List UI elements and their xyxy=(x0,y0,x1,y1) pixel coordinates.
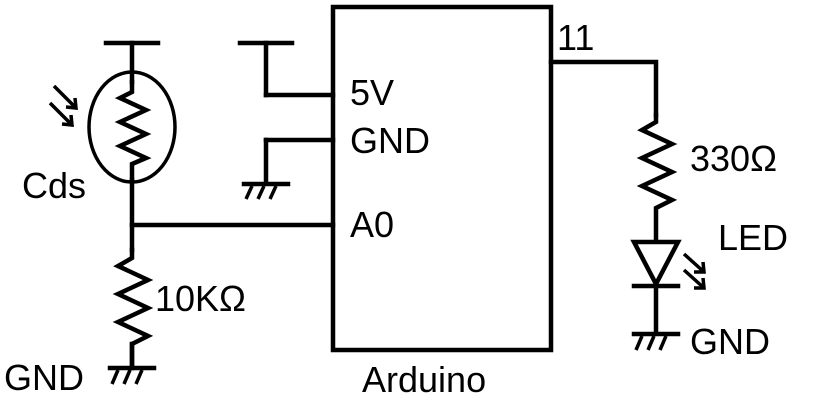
330-resistor-label: 330Ω xyxy=(690,138,777,179)
cds-photoresistor xyxy=(87,70,177,184)
led-symbol xyxy=(630,239,682,335)
gnd-pin-wire xyxy=(263,137,336,185)
arduino-board-box xyxy=(330,4,554,353)
5v-supply-wire xyxy=(237,40,336,98)
pin-5v-label: 5V xyxy=(350,72,394,113)
pin-gnd-label: GND xyxy=(350,120,430,161)
right-gnd-label: GND xyxy=(690,321,770,362)
ground-symbol-gnd-pin xyxy=(241,181,291,200)
cds-label: Cds xyxy=(22,165,86,206)
a0-signal-wire xyxy=(129,177,336,253)
10k-resistor xyxy=(112,247,154,369)
left-gnd-label: GND xyxy=(4,357,84,398)
arduino-label: Arduino xyxy=(362,359,486,400)
led-emission-arrows-icon xyxy=(682,252,706,290)
ground-symbol-left xyxy=(107,341,157,385)
led-label: LED xyxy=(718,217,788,258)
10k-resistor-label: 10KΩ xyxy=(155,278,246,319)
light-arrows-icon xyxy=(48,84,78,127)
ground-symbol-right xyxy=(631,331,681,351)
pin-11-label: 11 xyxy=(557,17,594,58)
330-resistor xyxy=(636,112,678,243)
pin-11-wire xyxy=(548,59,659,118)
cds-supply-bar xyxy=(103,40,161,85)
pin-a0-label: A0 xyxy=(350,204,394,245)
